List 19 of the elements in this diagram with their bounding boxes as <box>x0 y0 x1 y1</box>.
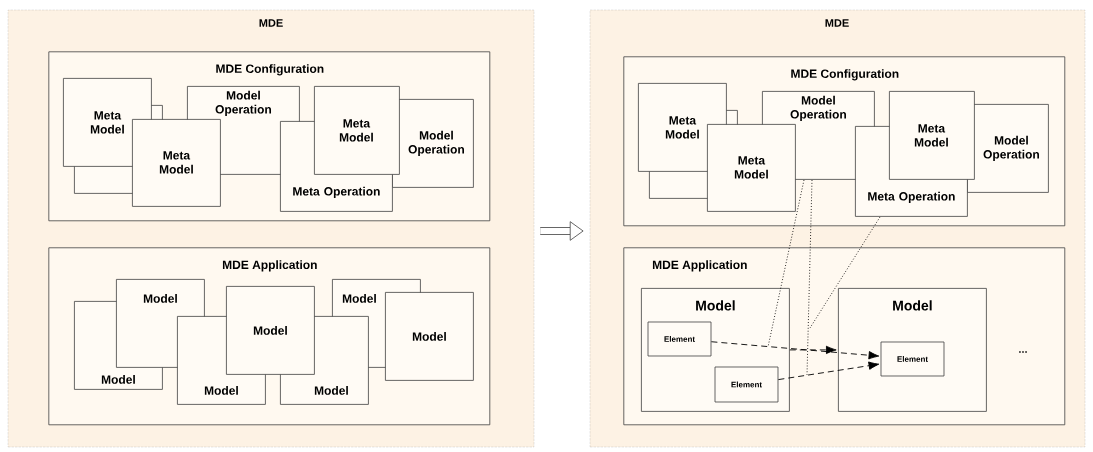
card: Model <box>385 292 474 381</box>
element-box: Element <box>647 321 712 357</box>
card: Meta Model <box>314 86 400 175</box>
card: Meta Model <box>889 91 975 180</box>
dotted-line <box>806 179 813 376</box>
card: Model Operation <box>967 104 1049 193</box>
element-box: Element <box>880 341 945 377</box>
dashed-arrow <box>789 345 837 355</box>
card: Meta Model <box>707 124 796 212</box>
dotted-line <box>767 179 805 348</box>
dashed-arrow <box>777 361 880 381</box>
card: Meta Model <box>132 119 221 207</box>
dashed-arrow <box>710 341 880 360</box>
block-arrow <box>540 221 584 241</box>
card: Model Operation <box>392 99 474 188</box>
card: Model <box>226 286 315 375</box>
ellipsis: ... <box>1019 351 1027 353</box>
element-box: Element <box>714 366 779 403</box>
dotted-line <box>809 216 881 329</box>
